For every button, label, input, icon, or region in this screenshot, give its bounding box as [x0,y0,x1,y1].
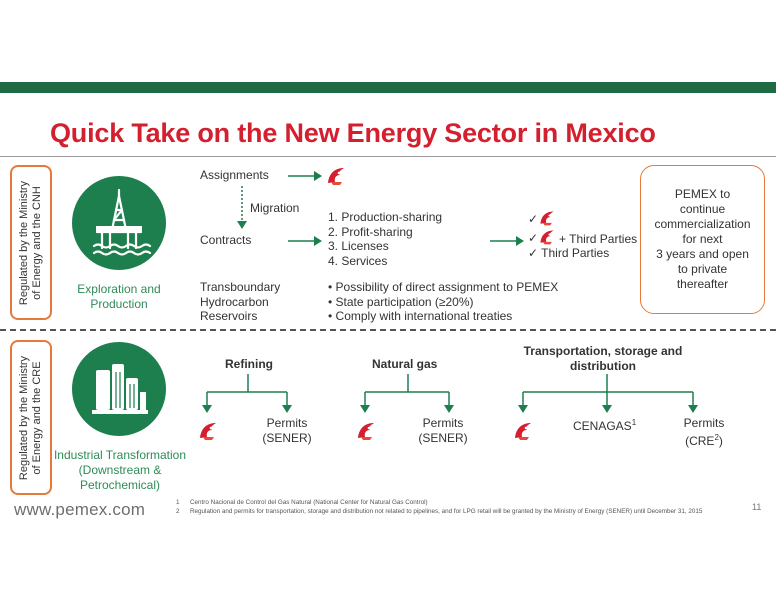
sidebar-label-line2: of Energy and the CNH [31,185,43,300]
list-item: • Possibility of direct assignment to PE… [328,280,559,294]
transport-header-line2: distribution [570,358,636,373]
contracts-label: Contracts [200,233,252,247]
list-item: • State participation (≥20%) [328,294,474,309]
footnote-2-number: 2 [176,508,180,515]
natural-gas-permits: Permits (SENER) [414,416,472,445]
contract-types-list: 1. Production-sharing 2. Profit-sharing … [328,210,442,268]
brand-url: www.pemex.com [14,500,146,519]
pemex-box-line: to private [677,262,728,276]
footnote-1-number: 1 [176,499,180,506]
sidebar-label-line1: Regulated by the Ministry [18,355,30,480]
pemex-box-line: continue [679,202,726,216]
transboundary-label: Transboundary Hydrocarbon Reservoirs [200,280,280,324]
sidebar-label-line2: of Energy and the CRE [31,360,43,475]
migration-label: Migration [250,201,300,215]
arrow-right-icon [288,236,322,246]
third-parties-label: + Third Parties [559,232,638,246]
cre-text: (CRE [685,433,715,448]
transboundary-bullets: • Possibility of direct assignment to PE… [328,280,558,324]
exploration-circle [72,176,166,270]
permits-label: Permits [266,416,308,430]
industrial-circle [72,342,166,436]
page-number: 11 [752,502,762,512]
sener-label: (SENER) [262,430,312,445]
pemex-eagle-logo-icon [328,168,344,185]
refining-permits: Permits (SENER) [258,416,316,445]
transboundary-line: Hydrocarbon [200,294,269,309]
sener-label: (SENER) [418,430,468,445]
industrial-label-line2: (Downstream & [78,463,162,477]
exploration-label-line2: Production [90,297,148,311]
list-item: 3. Licenses [328,239,389,253]
check-icon: ✓ [528,231,539,245]
assignments-label: Assignments [200,168,269,182]
permits-label: Permits [683,416,725,430]
list-item: 4. Services [328,253,388,268]
top-brand-bar [0,82,776,93]
footnote-1: Centro Nacional de Control del Gas Natur… [190,499,428,506]
refining-header: Refining [225,357,273,371]
cenagas-footnote-ref: 1 [631,418,637,427]
list-item: • Comply with international treaties [328,309,513,323]
pemex-box-line: thereafter [676,277,729,291]
arrow-right-icon [288,171,322,181]
transport-header-line1: Transportation, storage and [523,344,683,358]
pemex-eagle-logo-icon [200,423,216,440]
check-icon: ✓ [528,212,539,226]
industrial-label-line3: Petrochemical) [79,478,161,492]
natural-gas-header: Natural gas [372,357,438,371]
section-divider [0,329,776,331]
oil-platform-icon [92,188,152,256]
exploration-label-line1: Exploration and [77,282,161,296]
cre-label: (CRE2) [676,431,732,449]
cenagas-label: CENAGAS1 [573,416,636,434]
sidebar-regulated-cre: Regulated by the Ministry of Energy and … [10,340,52,495]
pemex-eagle-logo-icon [540,230,554,245]
pemex-box-line: commercialization [654,217,751,231]
cre-close: ) [718,433,723,448]
sidebar-regulated-cnh: Regulated by the Ministry of Energy and … [10,165,52,320]
transport-permits: Permits (CRE2) [676,416,732,448]
footnote-2: Regulation and permits for transportatio… [190,508,703,515]
title-rule [0,156,776,157]
transboundary-line: Reservoirs [200,309,258,323]
pemex-eagle-logo-icon [358,423,374,440]
list-item: 1. Production-sharing [328,210,443,224]
permits-label: Permits [422,416,464,430]
refinery-icon [92,364,148,414]
pemex-box-line: PEMEX to [674,187,731,201]
industrial-label-line1: Industrial Transformation [53,448,187,462]
page-title: Quick Take on the New Energy Sector in M… [50,118,656,148]
arrow-down-icon [237,186,247,229]
pemex-eagle-logo-icon [515,423,531,440]
cenagas-text: CENAGAS [573,419,632,433]
list-item: 2. Profit-sharing [328,224,413,239]
third-parties-check: ✓ Third Parties [528,246,610,260]
pemex-commercialization-box: PEMEX to continue commercialization for … [640,165,765,314]
exploration-label: Exploration and Production [64,282,174,312]
pemex-box-line: 3 years and open [656,247,749,261]
sidebar-label-line1: Regulated by the Ministry [18,180,30,305]
arrow-right-icon [490,236,524,246]
industrial-label: Industrial Transformation (Downstream & … [50,448,190,493]
branch-arrows [202,374,698,413]
transboundary-line: Transboundary [200,280,281,294]
transport-header: Transportation, storage and distribution [500,344,706,373]
cre-footnote-ref: 2 [714,432,719,442]
pemex-box-line: for next [682,232,723,246]
pemex-eagle-logo-icon [540,211,554,226]
